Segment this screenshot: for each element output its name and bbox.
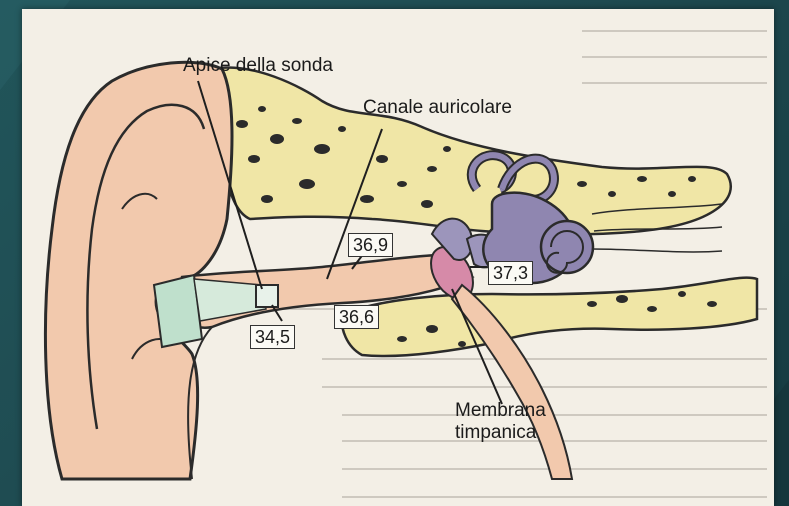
label-ear-canal: Canale auricolare: [363, 97, 512, 119]
reading-inner: 37,3: [488, 261, 533, 285]
reading-canal-upper: 36,9: [348, 233, 393, 257]
ear-illustration: [22, 9, 774, 506]
label-probe-tip: Apice della sonda: [183, 55, 333, 77]
label-tympanic-1: Membrana: [455, 400, 546, 422]
pinna: [45, 62, 232, 479]
ear-diagram: Apice della sonda Canale auricolare Memb…: [22, 9, 774, 506]
label-tympanic-2: timpanica: [455, 422, 536, 444]
reading-canal-lower: 36,6: [334, 305, 379, 329]
reading-entrance: 34,5: [250, 325, 295, 349]
